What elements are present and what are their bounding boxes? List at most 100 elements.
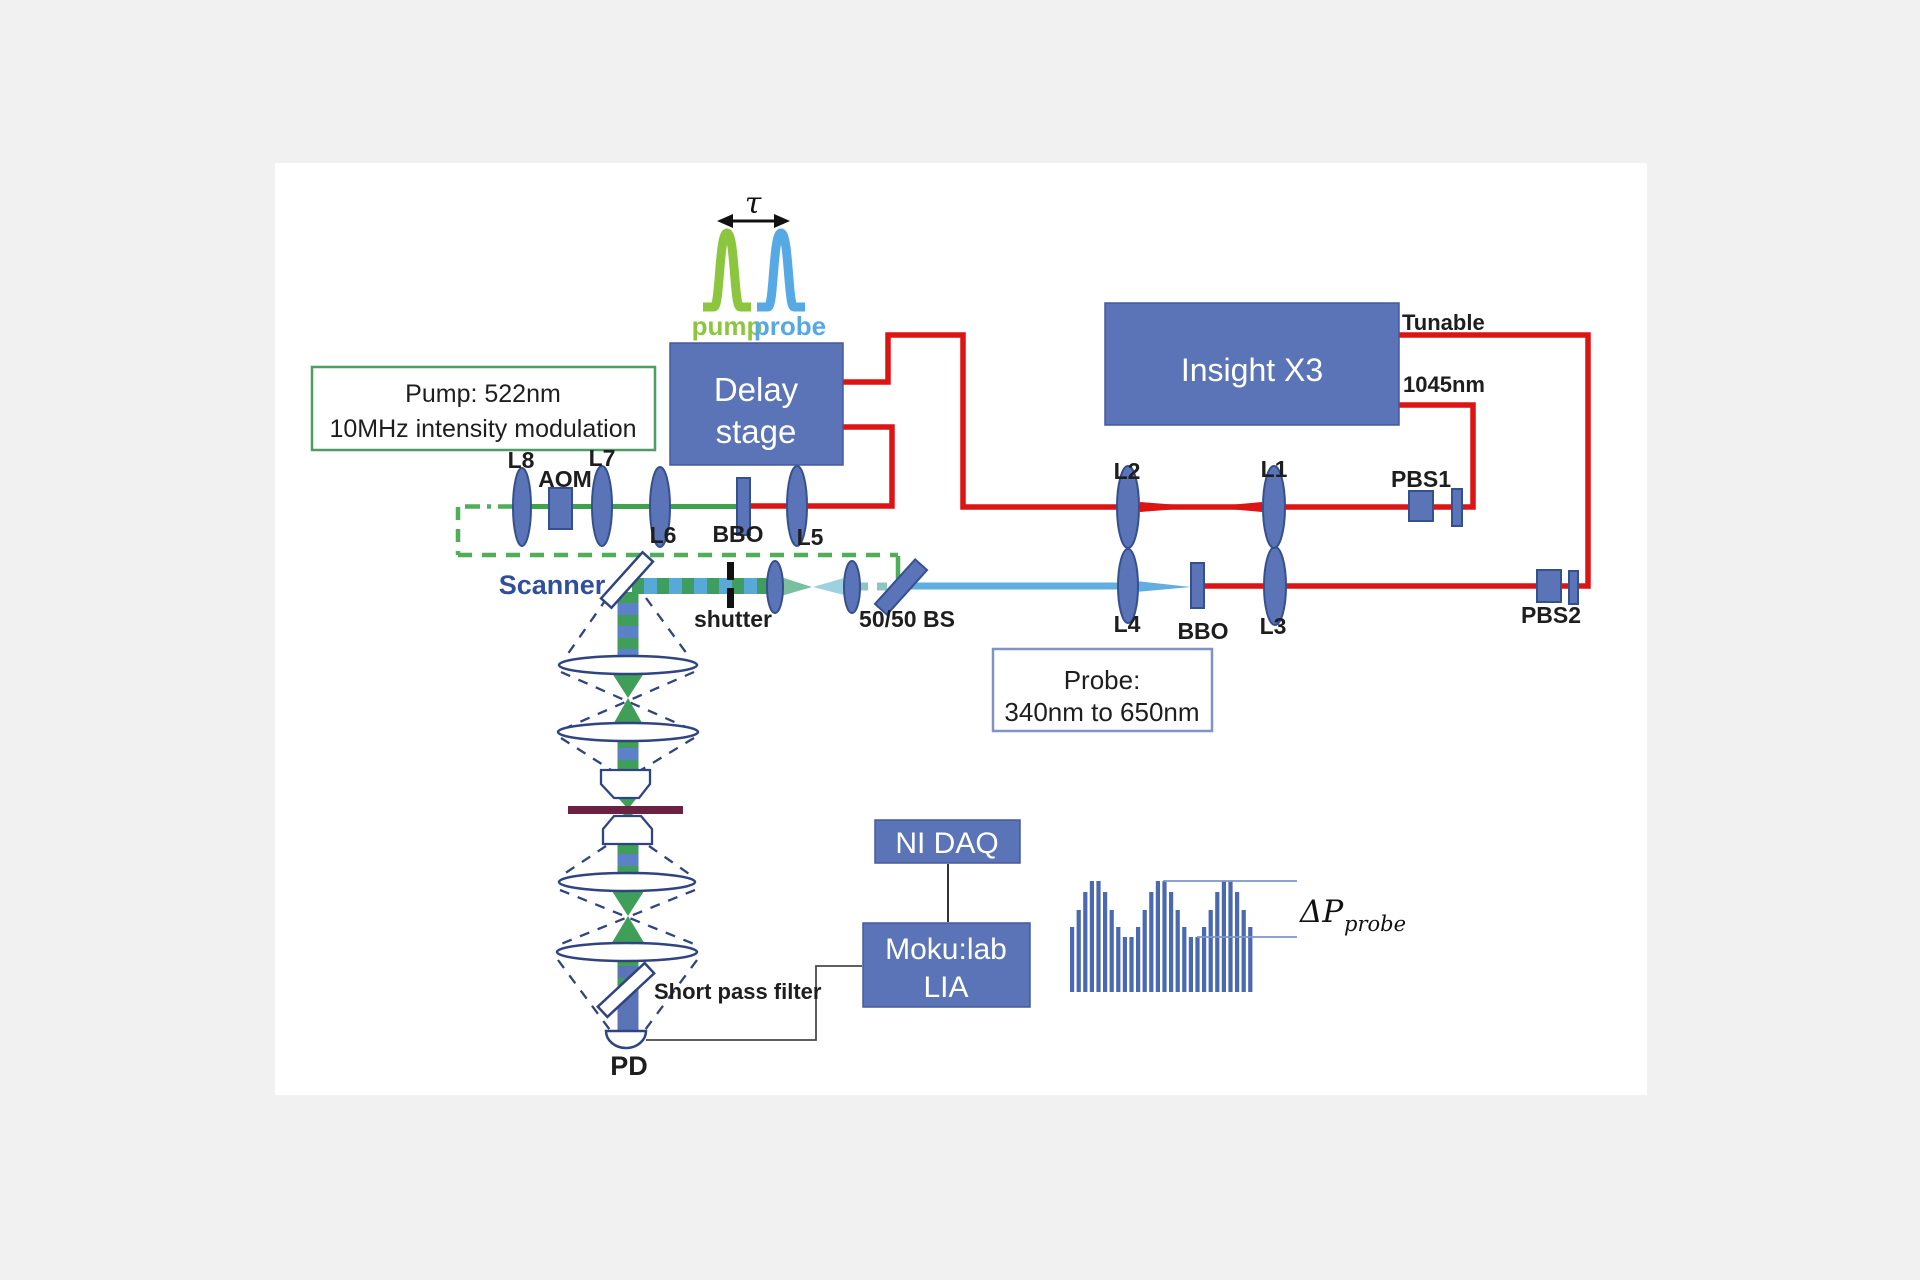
delay-stage-box [669, 342, 844, 466]
waveform-bar [1202, 927, 1207, 992]
waveform-bar [1188, 937, 1193, 992]
lens-l8 [512, 467, 532, 547]
waveform-bar [1175, 910, 1180, 992]
photodiode-element [604, 1029, 648, 1050]
waveform-bar [1142, 910, 1147, 992]
waveform-bar [1122, 937, 1127, 992]
scanner-mirror [599, 550, 655, 610]
insight-x3-box [1104, 302, 1400, 426]
bbo-probe-element [1190, 562, 1205, 609]
waveform-bar [1169, 892, 1174, 992]
pd-signal-wire [646, 965, 862, 1041]
moku-line1: Moku:lab [885, 933, 1007, 966]
waveform-bar [1116, 927, 1121, 992]
shutter-element [727, 562, 734, 608]
delta-p-subscript: probe [1344, 912, 1406, 936]
delay-stage-line1: Delay [714, 371, 799, 408]
pump-info-line2: 10MHz intensity modulation [329, 415, 636, 443]
waveform-bar [1208, 910, 1213, 992]
l1-label: L1 [1261, 456, 1288, 482]
moku-lia-box [862, 922, 1031, 1008]
delta-p-label: ΔP [1299, 894, 1344, 930]
beam-envelope-dashes [557, 597, 698, 1031]
aom-element [548, 487, 573, 530]
waveform-bar [1248, 927, 1253, 992]
ni-daq-label: NI DAQ [895, 827, 998, 860]
waveform-bar [1235, 892, 1240, 992]
1045nm-label: 1045nm [1403, 372, 1485, 397]
short-pass-filter-label: Short pass filter [654, 979, 822, 1004]
short-pass-filter-element [596, 961, 656, 1019]
lens-wide-2 [556, 721, 700, 743]
pbs2-cube [1536, 569, 1562, 603]
bs-5050-label: 50/50 BS [859, 606, 955, 632]
waveform-bar [1162, 881, 1167, 992]
pd-label: PD [610, 1051, 648, 1081]
red-beam-paths [749, 332, 1591, 589]
waveform-bar [1103, 892, 1108, 992]
waveform-bar [1096, 881, 1101, 992]
lens-wide-4 [555, 941, 699, 963]
waveform-bar [1109, 910, 1114, 992]
waveform-bar [1149, 892, 1154, 992]
lens-l5 [786, 465, 808, 547]
probe-line-optics [1116, 465, 1579, 626]
probe-pulse-label: probe [754, 311, 826, 341]
combined-beam-horizontal [632, 577, 890, 596]
probe-pulse [757, 228, 805, 312]
column-lenses [555, 654, 700, 963]
l4-label: L4 [1114, 611, 1141, 637]
probe-info-box [991, 647, 1214, 733]
pump-info-line1: Pump: 522nm [405, 380, 561, 408]
shutter-label: shutter [694, 606, 772, 632]
tunable-label: Tunable [1402, 310, 1485, 335]
waveform-bar [1089, 881, 1094, 992]
pbs1-label: PBS1 [1391, 466, 1451, 492]
l2-label: L2 [1114, 458, 1141, 484]
probe-beam-blue [911, 581, 1191, 592]
pbs2-label: PBS2 [1521, 602, 1581, 628]
pump-info-box [310, 365, 657, 452]
pump-pulse-label: pump [692, 311, 763, 341]
probe-info-line1: Probe: [1064, 665, 1141, 695]
beam-splitter-element [873, 557, 929, 617]
l3-label: L3 [1260, 613, 1287, 639]
objective-lens [599, 768, 652, 800]
waveform-bar [1155, 881, 1160, 992]
condenser-lens [601, 814, 654, 846]
insight-x3-label: Insight X3 [1181, 352, 1323, 388]
relay-lenses [766, 560, 861, 614]
lens-l1 [1262, 465, 1286, 549]
lens-l7 [591, 465, 613, 547]
waveform-bar [1195, 937, 1200, 992]
beam-delay-output-path [749, 424, 895, 509]
l8-label: L8 [508, 447, 535, 473]
waveform-bar [1083, 892, 1088, 992]
waveform-bar [1070, 927, 1075, 992]
pump-line-optics [512, 465, 808, 548]
l7-label: L7 [589, 445, 616, 471]
tau-arrow [717, 214, 790, 228]
delay-stage-line2: stage [716, 413, 797, 450]
lens-wide-1 [557, 654, 699, 676]
lens-wide-3 [557, 871, 697, 893]
waveform-bar [1215, 892, 1220, 992]
moku-line2: LIA [923, 971, 968, 1004]
bbo-pump-label: BBO [712, 521, 763, 547]
beam-tunable-path [1203, 332, 1591, 589]
pump-pulse [703, 228, 751, 312]
bbo-pump-element [736, 477, 751, 536]
ni-daq-box [874, 819, 1021, 864]
pump-dashed-path [455, 504, 901, 579]
lens-l2 [1116, 465, 1140, 549]
red-beam-focus [1140, 502, 1262, 512]
waveform-bar [1241, 910, 1246, 992]
pbs1-cube [1408, 490, 1434, 522]
waveform-bar [1182, 927, 1187, 992]
bbo-probe-label: BBO [1177, 618, 1228, 644]
pbs1-plate [1451, 488, 1463, 527]
waveform-ref-lines [1163, 880, 1297, 938]
aom-label: AOM [538, 466, 592, 492]
